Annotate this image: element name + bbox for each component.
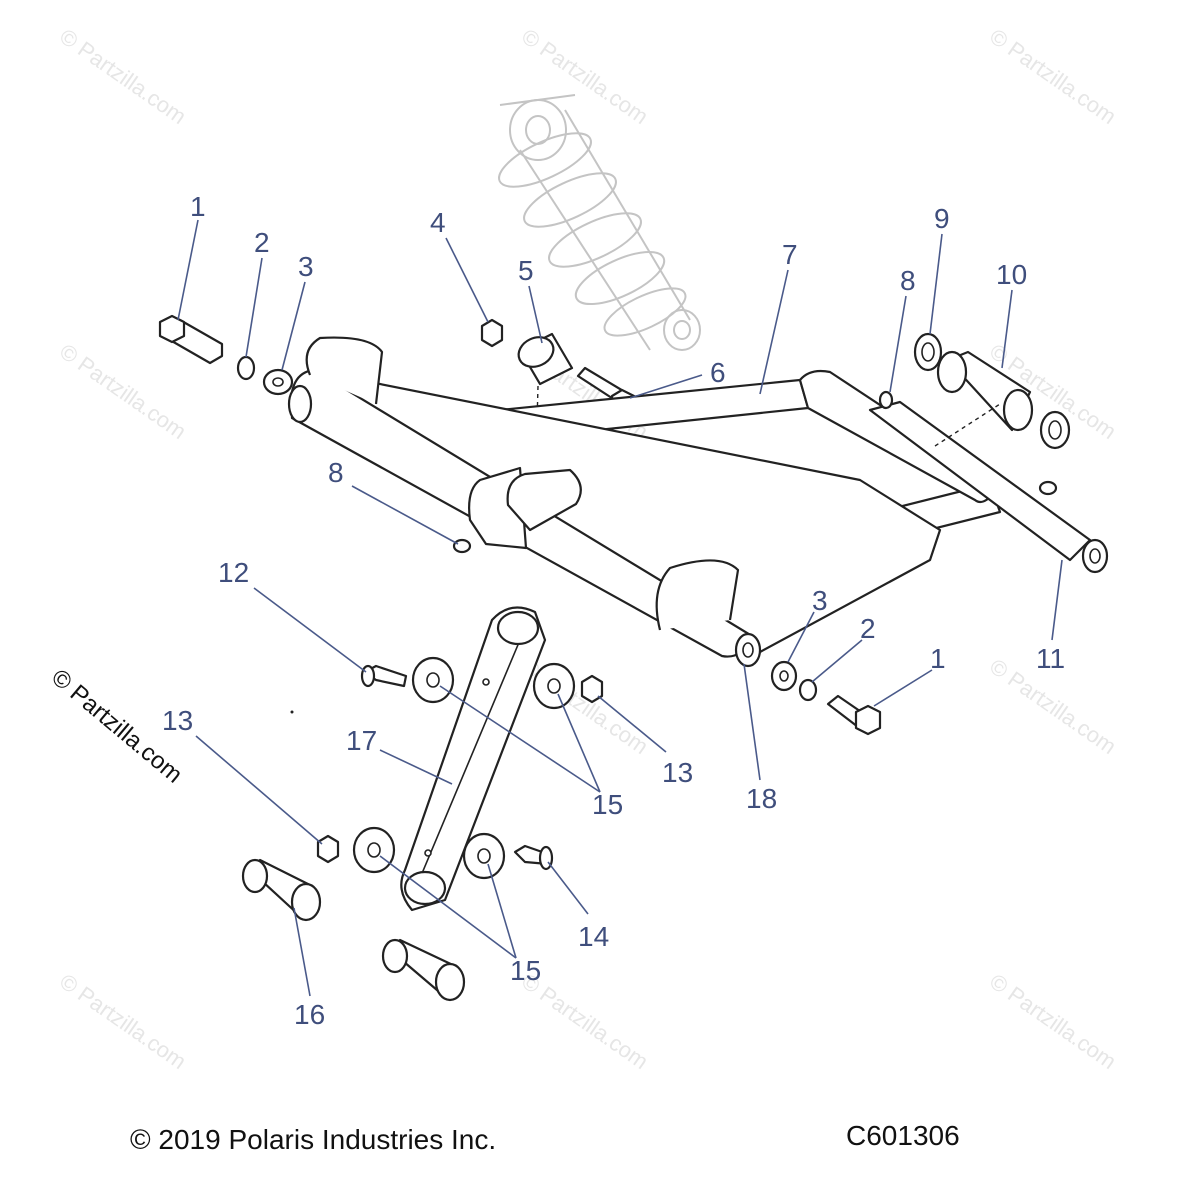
- leader-3-right: [787, 611, 815, 663]
- spacer-15-upper-right: [532, 662, 576, 710]
- callout-15-lower: 15: [510, 955, 541, 986]
- leader-17: [379, 749, 453, 785]
- watermark: © Partzilla.com: [55, 969, 191, 1075]
- screw-14: [513, 844, 554, 871]
- bushing-10: [936, 350, 1034, 432]
- copyright-text: © 2019 Polaris Industries Inc.: [130, 1124, 497, 1155]
- leader-lines: [177, 219, 1063, 997]
- bolt-1-left: [158, 314, 224, 365]
- swing-arm-frame-7: [287, 336, 1109, 668]
- leader-18: [743, 663, 761, 781]
- leader-4: [445, 237, 489, 323]
- figure-id: C601306: [846, 1120, 960, 1151]
- leader-15-upper-a: [439, 685, 601, 793]
- leader-6: [629, 374, 703, 399]
- watermark: © Partzilla.com: [517, 654, 653, 760]
- callout-14: 14: [578, 921, 609, 952]
- watermark: © Partzilla.com: [985, 969, 1121, 1075]
- callout-16: 16: [294, 999, 325, 1030]
- bushing-dashed-line: [934, 403, 1001, 447]
- lock-washer-2-right: [798, 678, 818, 702]
- callout-7: 7: [782, 239, 798, 270]
- watermark: © Partzilla.com: [55, 24, 191, 130]
- bolt-1-right: [826, 694, 882, 736]
- callout-1-right: 1: [930, 643, 946, 674]
- leader-15-lower-b: [487, 863, 517, 959]
- leader-13-left: [195, 735, 323, 845]
- callout-9: 9: [934, 203, 950, 234]
- leader-13-right: [597, 695, 667, 753]
- leader-9: [929, 233, 943, 335]
- grease-fitting-right: [1038, 480, 1058, 496]
- spacer-15-upper-left: [411, 656, 455, 704]
- callout-1-left: 1: [190, 191, 206, 222]
- leader-1-right: [873, 669, 933, 707]
- watermark: © Partzilla.com: [55, 339, 191, 445]
- callout-10: 10: [996, 259, 1027, 290]
- leader-3-left: [281, 281, 306, 371]
- callout-8-upper: 8: [900, 265, 916, 296]
- leader-14: [547, 861, 589, 915]
- leader-8-upper: [889, 295, 907, 393]
- callout-8-lower: 8: [328, 457, 344, 488]
- leader-5: [528, 285, 543, 344]
- spacer-15-lower-left: [352, 826, 396, 874]
- callout-2-right: 2: [860, 613, 876, 644]
- leader-7: [759, 269, 789, 395]
- leader-12: [253, 587, 367, 673]
- leader-15-lower-a: [379, 855, 517, 959]
- callout-13-right: 13: [662, 757, 693, 788]
- callout-18: 18: [746, 783, 777, 814]
- watermark: © Partzilla.com: [517, 24, 653, 130]
- callout-2-left: 2: [254, 227, 270, 258]
- grease-fitting-8-lower: [452, 538, 472, 554]
- leader-8-lower: [351, 485, 459, 545]
- link-arm-17: [400, 606, 547, 912]
- washer-3-right: [770, 660, 798, 692]
- ghost-shock-absorber: [498, 94, 701, 351]
- stray-dot: [290, 710, 294, 714]
- leader-15-upper-b: [557, 693, 601, 793]
- bushing-16-left: [241, 858, 322, 922]
- spacer-15-lower-right: [462, 832, 506, 880]
- lock-washer-2-left: [236, 355, 256, 381]
- washer-right-10: [1039, 410, 1071, 450]
- screw-12: [360, 664, 408, 688]
- leader-11: [1051, 559, 1063, 641]
- nut-4: [480, 318, 504, 348]
- callout-17: 17: [346, 725, 377, 756]
- washer-9: [913, 332, 943, 372]
- watermark: © Partzilla.com: [985, 24, 1121, 130]
- callout-15-upper: 15: [592, 789, 623, 820]
- washer-3-left: [262, 368, 294, 396]
- callout-11: 11: [1036, 643, 1065, 674]
- callout-labels: 1 2 3 4 5 6 7 8 9 10 8 12 11 3 2 1 13 17…: [162, 191, 1065, 1030]
- leader-2-left: [245, 257, 263, 358]
- leader-16: [293, 907, 311, 997]
- callout-4: 4: [430, 207, 446, 238]
- callout-3-right: 3: [812, 585, 828, 616]
- callout-13-left: 13: [162, 705, 193, 736]
- callout-3-left: 3: [298, 251, 314, 282]
- callout-12: 12: [218, 557, 249, 588]
- leader-2-right: [811, 639, 863, 683]
- bushing-16-bottom: [381, 938, 466, 1002]
- grease-fitting-8-upper: [878, 390, 894, 410]
- nut-13-lower: [316, 834, 340, 864]
- leader-1-left: [177, 219, 199, 321]
- leader-10: [1001, 289, 1013, 369]
- nut-13-upper: [580, 674, 604, 704]
- callout-6: 6: [710, 357, 726, 388]
- callout-5: 5: [518, 255, 534, 286]
